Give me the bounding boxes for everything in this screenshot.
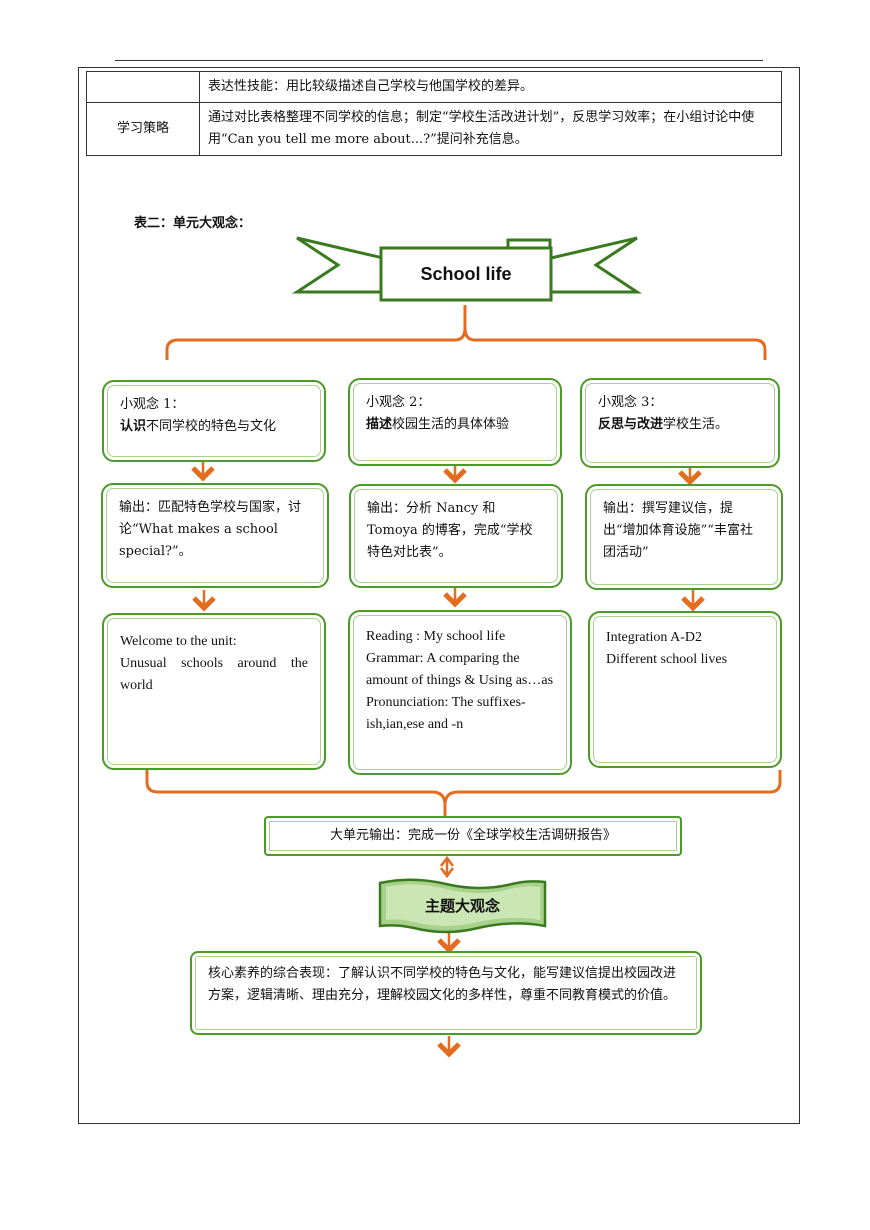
idea-title: 小观念 2： (366, 395, 431, 410)
lesson-line: Unusual schools around the world (120, 656, 308, 693)
lesson-line: Reading : My school life (366, 629, 506, 644)
idea-verb: 描述 (366, 417, 393, 432)
core-competency-box: 核心素养的综合表现：了解认识不同学校的特色与文化，能写建议信提出校园改进方案，逻… (190, 951, 702, 1035)
lesson-line: Integration A-D2 (606, 630, 703, 645)
idea-verb: 认识 (120, 419, 147, 434)
banner-title: School life (420, 263, 512, 284)
idea-text: 校园生活的具体体验 (392, 417, 510, 432)
idea-box-2: 小观念 2： 描述校园生活的具体体验 (348, 378, 562, 466)
lesson-box-2: Reading : My school life Grammar: A comp… (348, 610, 572, 775)
lesson-box-3: Integration A-D2 Different school lives (588, 611, 782, 768)
output-box-1: 输出：匹配特色学校与国家，讨论“What makes a school spec… (101, 483, 329, 588)
idea-text: 不同学校的特色与文化 (146, 419, 277, 434)
row-label (86, 71, 200, 103)
lesson-line: Grammar: A comparing the amount of thing… (366, 651, 554, 688)
output-box-2: 输出：分析 Nancy 和 Tomoya 的博客，完成“学校特色对比表”。 (349, 484, 563, 588)
idea-text: 学校生活。 (663, 417, 729, 432)
table-row: 表达性技能：用比较级描述自己学校与他国学校的差异。 (86, 71, 782, 103)
unit-output-box: 大单元输出：完成一份《全球学校生活调研报告》 (264, 816, 682, 856)
banner-ribbon (291, 236, 643, 302)
lesson-line: Pronunciation: The suffixes-ish,ian,ese … (366, 695, 526, 732)
bottom-brace (145, 770, 782, 818)
table-row: 学习策略 通过对比表格整理不同学校的信息；制定“学校生活改进计划”，反思学习效率… (86, 102, 782, 156)
row-content: 表达性技能：用比较级描述自己学校与他国学校的差异。 (199, 71, 782, 103)
output-box-3: 输出：撰写建议信，提出“增加体育设施”“丰富社团活动” (585, 484, 783, 590)
header-rule (115, 60, 763, 61)
section-title: 表二：单元大观念： (134, 216, 252, 231)
lesson-box-1: Welcome to the unit: Unusual schools aro… (102, 613, 326, 770)
idea-title: 小观念 3： (598, 395, 663, 410)
lesson-line: Different school lives (606, 652, 728, 667)
idea-box-1: 小观念 1： 认识不同学校的特色与文化 (102, 380, 326, 462)
idea-title: 小观念 1： (120, 397, 185, 412)
top-brace (165, 305, 767, 360)
theme-title: 主题大观念 (424, 896, 500, 915)
objectives-table: 表达性技能：用比较级描述自己学校与他国学校的差异。 学习策略 通过对比表格整理不… (86, 71, 782, 156)
page-frame (78, 67, 800, 1124)
idea-box-3: 小观念 3： 反思与改进学校生活。 (580, 378, 780, 468)
idea-verb: 反思与改进 (598, 417, 664, 432)
lesson-line: Welcome to the unit: (120, 634, 237, 649)
row-content: 通过对比表格整理不同学校的信息；制定“学校生活改进计划”，反思学习效率；在小组讨… (199, 102, 782, 156)
